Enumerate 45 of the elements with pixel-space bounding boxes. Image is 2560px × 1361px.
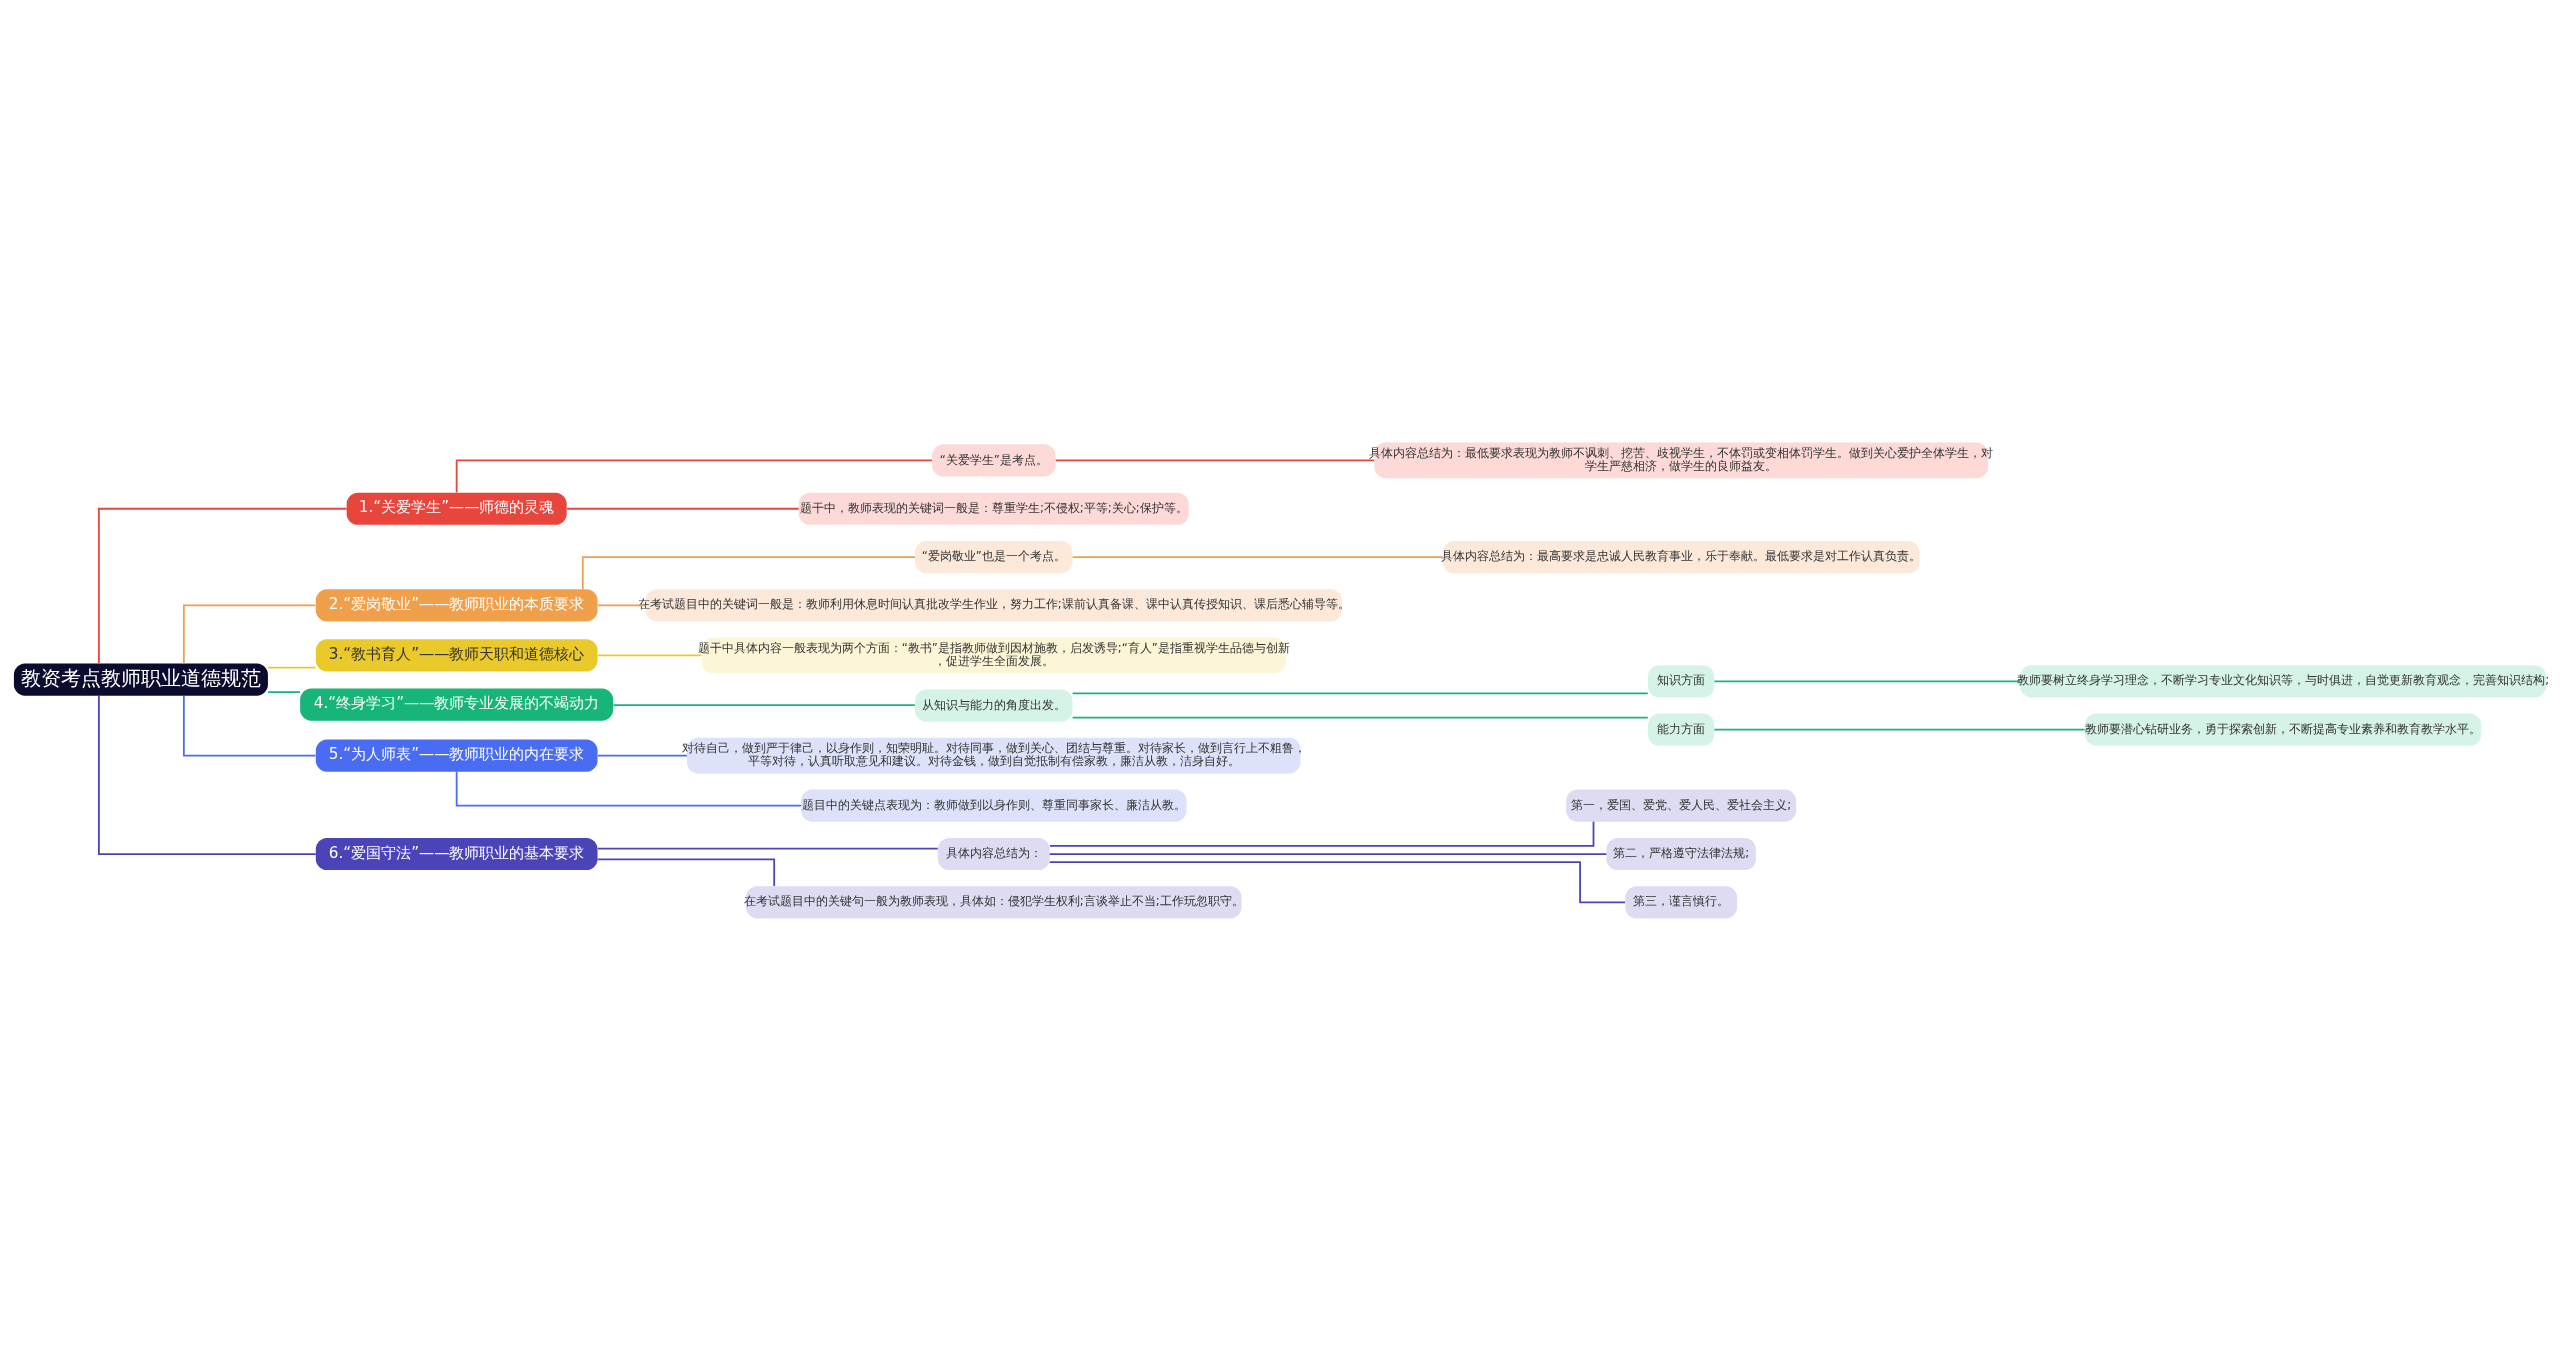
node-box: 4.“终身学习”——教师专业发展的不竭动力 xyxy=(300,688,614,721)
node-box: 教师要潜心钻研业务，勇于探索创新，不断提高专业素养和教育教学水平。 xyxy=(2085,713,2482,746)
node-box: 具体内容总结为：最高要求是忠诚人民教育事业，乐于奉献。最低要求是对工作认真负责。 xyxy=(1442,540,1920,574)
connector xyxy=(1071,692,1649,695)
connector xyxy=(1713,680,2021,683)
connector xyxy=(182,604,317,665)
connector xyxy=(1071,556,1444,558)
node-box: 知识方面 xyxy=(1648,665,1715,698)
node-box: 在考试题目中的关键句一般为教师表现，具体如：侵犯学生权利;言谈举止不当;工作玩忽职守。 xyxy=(746,886,1242,919)
node-box: 从知识与能力的角度出发。 xyxy=(915,689,1073,722)
node-box: 题目中的关键点表现为：教师做到以身作则、尊重同事家长、廉洁从教。 xyxy=(801,789,1187,822)
node-box: “爱岗敬业”也是一个考点。 xyxy=(915,540,1073,574)
connector xyxy=(596,847,939,850)
node-box: 题干中，教师表现的关键词一般是：尊重学生;不侵权;平等;关心;保护等。 xyxy=(798,492,1189,525)
connector xyxy=(1054,459,1376,462)
connector xyxy=(596,604,647,607)
node-box: 5.“为人师表”——教师职业的内在要求 xyxy=(315,739,598,772)
node-box: 2.“爱岗敬业”——教师职业的本质要求 xyxy=(315,589,598,622)
connector xyxy=(1049,820,1595,847)
connector xyxy=(1713,728,2086,731)
node-box: 具体内容总结为： xyxy=(937,837,1050,871)
node-box: 1.“关爱学生”——师德的灵魂 xyxy=(346,492,567,525)
node-box: 能力方面 xyxy=(1648,713,1715,746)
connector xyxy=(267,666,317,669)
connector xyxy=(596,858,776,887)
node-box: “关爱学生”是考点。 xyxy=(932,444,1056,477)
node-box: 3.“教书育人”——教师天职和道德核心 xyxy=(315,639,598,672)
node-box: 第三，谨言慎行。 xyxy=(1625,886,1738,919)
connector xyxy=(1048,861,1626,904)
connector xyxy=(455,770,802,807)
connector xyxy=(98,695,317,855)
connector xyxy=(98,507,348,665)
node-box: 第一，爱国、爱党、爱人民、爱社会主义; xyxy=(1566,789,1797,822)
connector xyxy=(1048,853,1608,855)
node-box: 6.“爱国守法”——教师职业的基本要求 xyxy=(315,837,598,871)
node-box: 第二，严格遵守法律法规; xyxy=(1606,837,1756,871)
connector xyxy=(596,754,688,757)
connector xyxy=(267,691,301,694)
connector xyxy=(566,507,800,510)
connector xyxy=(581,556,916,590)
node-box: 教资考点教师职业道德规范 xyxy=(13,663,268,696)
connector xyxy=(182,694,317,757)
connector xyxy=(612,704,916,706)
connector xyxy=(1071,716,1649,719)
connector xyxy=(596,654,703,657)
